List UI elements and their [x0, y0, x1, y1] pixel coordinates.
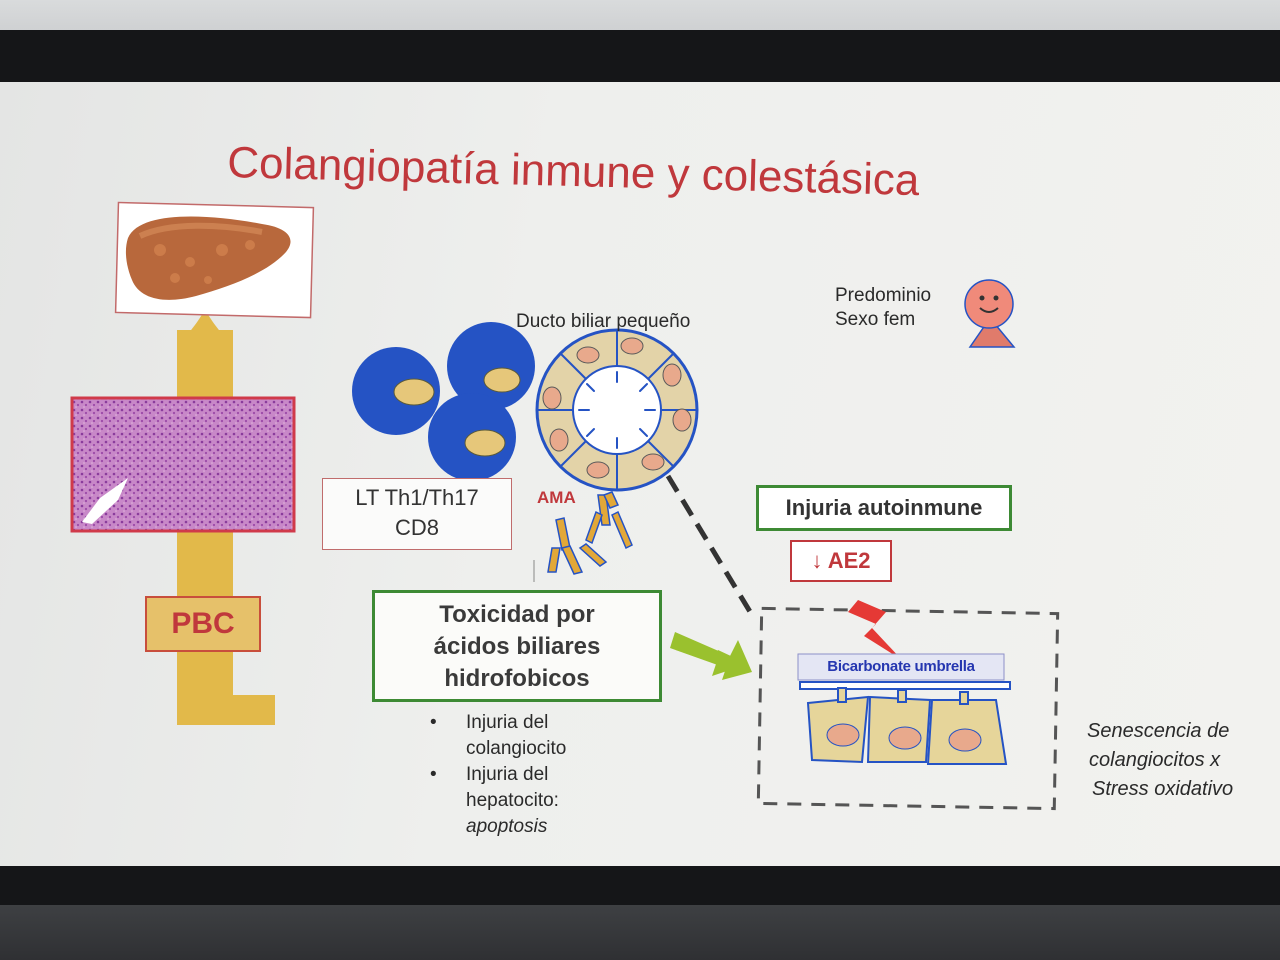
lymphocyte-line1: LT Th1/Th17	[355, 485, 479, 510]
pbc-label: PBC	[145, 596, 261, 652]
cholangiocytes	[806, 687, 1008, 765]
autoimmune-box: Injuria autoinmune	[756, 485, 1012, 531]
lymphocyte-line2: CD8	[394, 515, 439, 540]
bullet-line: apoptosis	[466, 816, 548, 837]
ae2-box: ↓ AE2	[790, 540, 892, 582]
bullet-line: hepatocito:	[466, 790, 559, 811]
lightning-icon	[848, 600, 902, 660]
bullet-line: Injuria del	[466, 764, 549, 785]
toxicity-line3: hidrofobicos	[444, 665, 590, 692]
bullet-line: Injuria del	[466, 712, 549, 733]
lymphocyte-box: LT Th1/Th17 CD8	[322, 478, 512, 550]
toxicity-line1: Toxicidad por	[439, 601, 595, 628]
bullet-item: • Injuria del hepatocito: apoptosis	[430, 762, 566, 840]
histology-image	[70, 396, 296, 533]
senescence-line3: Stress oxidativo	[1092, 778, 1234, 800]
lymphocytes	[352, 322, 535, 481]
bullet-dot: •	[430, 764, 437, 785]
senescence-line1: Senescencia de	[1087, 720, 1230, 742]
predominance-line1: Predominio	[835, 285, 932, 306]
toxicity-line2: ácidos biliares	[433, 633, 601, 660]
umbrella-band	[797, 653, 1005, 681]
umbrella-bar	[799, 681, 1011, 690]
room-floor	[0, 905, 1280, 960]
senescence-line2: colangiocitos x	[1089, 749, 1221, 771]
bullet-list: • Injuria del colangiocito • Injuria del…	[430, 710, 567, 840]
predominance-line2: Sexo fem	[835, 309, 916, 330]
liver-image	[114, 201, 315, 319]
bile-duct	[535, 328, 699, 492]
ama-label: AMA	[537, 488, 576, 507]
antibodies	[547, 491, 633, 575]
duct-label: Ducto biliar pequeño	[516, 311, 691, 332]
toxicity-box: Toxicidad por ácidos biliares hidrofobic…	[372, 590, 662, 702]
zoom-connector	[665, 474, 755, 617]
woman-icon	[964, 279, 1016, 348]
bullet-line: colangiocito	[466, 738, 567, 759]
zoom-box	[756, 606, 1060, 811]
bullet-item: • Injuria del colangiocito	[430, 710, 567, 762]
green-arrow	[670, 632, 752, 680]
bullet-dot: •	[430, 712, 437, 733]
umbrella-label: Bicarbonate umbrella	[827, 658, 975, 675]
